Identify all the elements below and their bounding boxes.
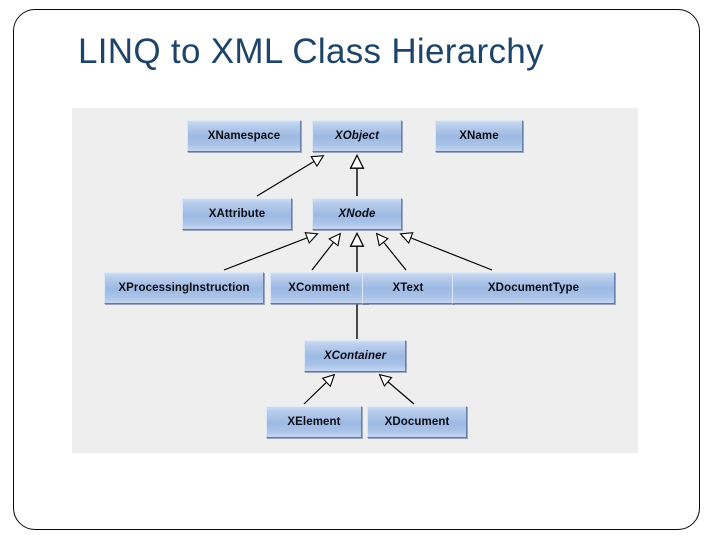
class-box-xcontainer[interactable]: XContainer bbox=[304, 340, 406, 372]
edge-xprocessinginstruction-to-xnode bbox=[223, 234, 317, 271]
page-title: LINQ to XML Class Hierarchy bbox=[78, 32, 544, 71]
class-box-xnamespace[interactable]: XNamespace bbox=[187, 120, 301, 152]
edge-xcomment-to-xnode bbox=[311, 234, 340, 271]
class-box-xattribute[interactable]: XAttribute bbox=[182, 198, 292, 230]
class-box-xtext[interactable]: XText bbox=[362, 272, 454, 304]
edge-xattribute-to-xobject bbox=[256, 156, 323, 197]
class-box-xdocument[interactable]: XDocument bbox=[367, 406, 467, 438]
edge-xdocument-to-xcontainer bbox=[380, 375, 415, 405]
class-label-xobject: XObject bbox=[334, 130, 380, 142]
class-label-xcomment: XComment bbox=[288, 282, 350, 294]
class-label-xname: XName bbox=[459, 130, 499, 142]
class-label-xdocument: XDocument bbox=[384, 416, 450, 428]
class-box-xobject[interactable]: XObject bbox=[312, 120, 402, 152]
class-box-xname[interactable]: XName bbox=[435, 120, 523, 152]
edge-xelement-to-xcontainer bbox=[303, 375, 334, 405]
edge-xtext-to-xnode bbox=[377, 234, 407, 271]
class-hierarchy-diagram: XNamespace XObject XName XAttribute XNod… bbox=[72, 108, 638, 453]
class-label-xtext: XText bbox=[392, 282, 424, 294]
class-label-xdocumenttype: XDocumentType bbox=[487, 282, 580, 294]
class-label-xnamespace: XNamespace bbox=[207, 130, 281, 142]
class-box-xelement[interactable]: XElement bbox=[266, 406, 362, 438]
class-label-xcontainer: XContainer bbox=[323, 350, 387, 362]
diagram-connectors bbox=[223, 108, 493, 405]
class-label-xprocessinginstruction: XProcessingInstruction bbox=[118, 282, 250, 294]
class-box-xcomment[interactable]: XComment bbox=[270, 272, 368, 304]
class-label-xelement: XElement bbox=[287, 416, 341, 428]
class-label-xnode: XNode bbox=[338, 208, 376, 220]
class-box-xnode[interactable]: XNode bbox=[312, 198, 402, 230]
class-box-xprocessinginstruction[interactable]: XProcessingInstruction bbox=[104, 272, 264, 304]
class-box-xdocumenttype[interactable]: XDocumentType bbox=[452, 272, 615, 304]
edge-xdocumenttype-to-xnode bbox=[401, 234, 493, 271]
class-label-xattribute: XAttribute bbox=[208, 208, 266, 220]
